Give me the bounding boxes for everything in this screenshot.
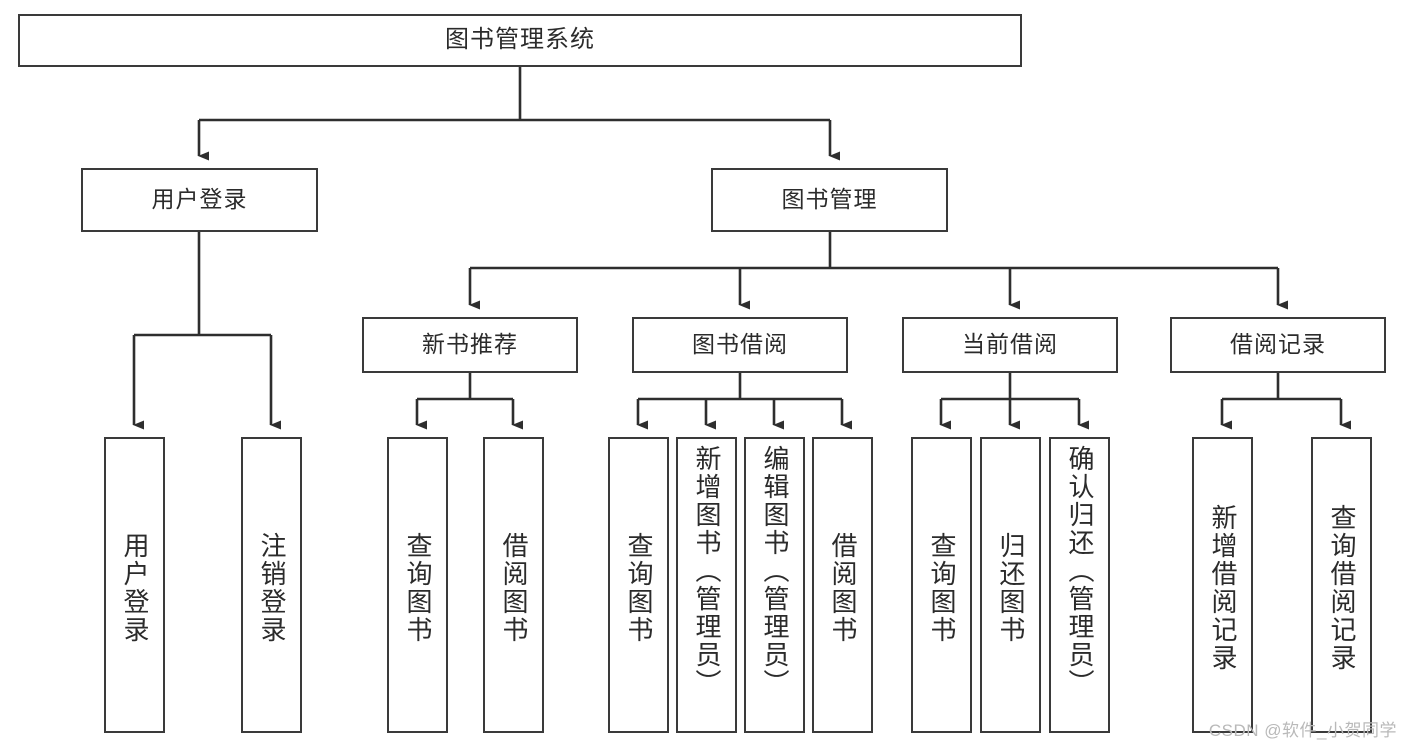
leaf-book-borrow-borrow[interactable]: 借阅图书: [812, 437, 873, 733]
node-label: 新书推荐: [422, 331, 518, 358]
leaf-label: 用户登录: [120, 532, 151, 644]
leaf-new-book-query[interactable]: 查询图书: [387, 437, 448, 733]
leaf-text-wrap: 编辑图书（管理员）: [746, 445, 803, 731]
node-label: 借阅记录: [1230, 331, 1326, 358]
leaf-label: 查询借阅记录: [1327, 504, 1358, 672]
leaf-label: 查询图书: [927, 532, 958, 644]
leaf-label: 注销登录: [257, 532, 288, 644]
leaf-label: 新增图书（管理员）: [692, 445, 723, 697]
leaf-text-wrap: 查询借阅记录: [1313, 445, 1370, 731]
leaf-text-wrap: 归还图书: [982, 445, 1039, 731]
leaf-label: 查询图书: [403, 532, 434, 644]
leaf-text-wrap: 用户登录: [106, 445, 163, 731]
leaf-text-wrap: 借阅图书: [485, 445, 542, 731]
leaf-text-wrap: 查询图书: [610, 445, 667, 731]
leaf-user-login-login[interactable]: 用户登录: [104, 437, 165, 733]
leaf-text-wrap: 新增图书（管理员）: [678, 445, 735, 731]
leaf-current-borrow-confirm[interactable]: 确认归还（管理员）: [1049, 437, 1110, 733]
leaf-text-wrap: 借阅图书: [814, 445, 871, 731]
leaf-label: 查询图书: [624, 532, 655, 644]
leaf-label: 归还图书: [996, 532, 1027, 644]
leaf-book-borrow-edit[interactable]: 编辑图书（管理员）: [744, 437, 805, 733]
node-book-borrow[interactable]: 图书借阅: [632, 317, 848, 373]
node-current-borrow[interactable]: 当前借阅: [902, 317, 1118, 373]
leaf-book-borrow-query[interactable]: 查询图书: [608, 437, 669, 733]
leaf-label: 确认归还（管理员）: [1065, 445, 1096, 697]
leaf-text-wrap: 查询图书: [389, 445, 446, 731]
node-borrow-record[interactable]: 借阅记录: [1170, 317, 1386, 373]
leaf-new-book-borrow[interactable]: 借阅图书: [483, 437, 544, 733]
leaf-current-borrow-query[interactable]: 查询图书: [911, 437, 972, 733]
node-label: 图书借阅: [692, 331, 788, 358]
leaf-label: 新增借阅记录: [1208, 504, 1239, 672]
leaf-text-wrap: 确认归还（管理员）: [1051, 445, 1108, 731]
node-root-system[interactable]: 图书管理系统: [18, 14, 1022, 67]
csdn-watermark: CSDN @软件_小贺同学: [1208, 721, 1397, 740]
node-label: 图书管理系统: [445, 26, 595, 54]
node-user-login[interactable]: 用户登录: [81, 168, 318, 232]
leaf-current-borrow-return[interactable]: 归还图书: [980, 437, 1041, 733]
leaf-label: 借阅图书: [499, 532, 530, 644]
leaf-text-wrap: 查询图书: [913, 445, 970, 731]
node-label: 用户登录: [151, 186, 248, 213]
leaf-borrow-record-add[interactable]: 新增借阅记录: [1192, 437, 1253, 733]
leaf-text-wrap: 注销登录: [243, 445, 300, 731]
leaf-label: 编辑图书（管理员）: [760, 445, 791, 697]
node-new-book-recommend[interactable]: 新书推荐: [362, 317, 578, 373]
leaf-borrow-record-query[interactable]: 查询借阅记录: [1311, 437, 1372, 733]
leaf-text-wrap: 新增借阅记录: [1194, 445, 1251, 731]
node-label: 图书管理: [781, 186, 878, 213]
leaf-book-borrow-add[interactable]: 新增图书（管理员）: [676, 437, 737, 733]
node-label: 当前借阅: [962, 331, 1058, 358]
leaf-label: 借阅图书: [828, 532, 859, 644]
leaf-user-login-logout[interactable]: 注销登录: [241, 437, 302, 733]
node-book-management[interactable]: 图书管理: [711, 168, 948, 232]
